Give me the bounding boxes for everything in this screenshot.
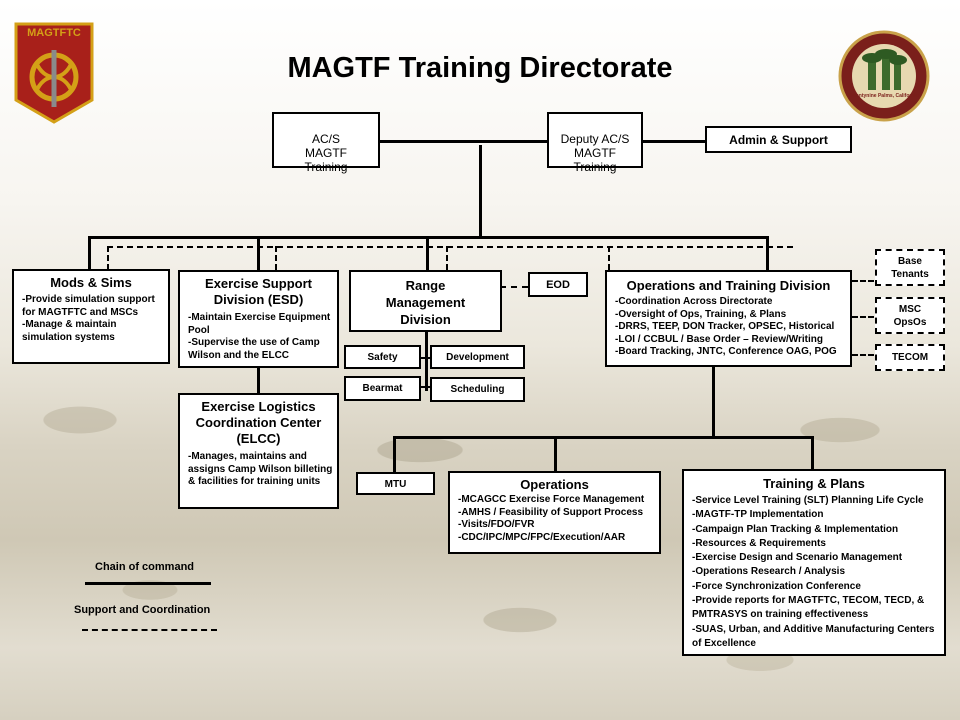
mods-sims-box: Mods & Sims -Provide simulation support … (12, 269, 170, 364)
connector (88, 236, 91, 270)
connector (712, 366, 715, 438)
otd-item: -Coordination Across Directorate (615, 296, 773, 307)
otd-item: -Board Tracking, JNTC, Conference OAG, P… (615, 346, 837, 357)
support-connector (446, 246, 448, 270)
support-connector (500, 286, 528, 288)
rmd-box: Range Management Division (349, 270, 502, 332)
connector (257, 236, 260, 270)
deputy-label: Deputy AC/S MAGTF Training (560, 132, 630, 174)
connector (420, 386, 432, 388)
connector (420, 357, 432, 359)
scheduling-label: Scheduling (450, 384, 505, 395)
support-connector (107, 246, 109, 270)
operations-box: Operations -MCAGCC Exercise Force Manage… (448, 471, 661, 554)
connector (257, 368, 260, 394)
support-connector (852, 316, 874, 318)
mods-item: -Provide simulation support for MAGTFTC … (22, 294, 155, 318)
tecom-label: TECOM (891, 352, 929, 363)
page-title: MAGTF Training Directorate (287, 52, 673, 84)
connector (425, 329, 428, 391)
elcc-title: Exercise Logistics Coordination Center (… (195, 399, 322, 446)
development-label: Development (446, 352, 509, 363)
connector (90, 236, 769, 239)
rmd-title: Range Management Division (385, 278, 466, 327)
elcc-item: -Manages, maintains and assigns Camp Wil… (188, 451, 333, 487)
deputy-box: Deputy AC/S MAGTF Training (547, 112, 643, 174)
operations-item: -AMHS / Feasibility of Support Process (458, 506, 644, 518)
training-plans-item: -SUAS, Urban, and Additive Manufacturing… (692, 623, 935, 649)
training-plans-item: -Resources & Requirements (692, 537, 826, 549)
training-plans-item: -Campaign Plan Tracking & Implementation (692, 523, 899, 535)
esd-title: Exercise Support Division (ESD) (205, 276, 312, 307)
bearmat-label: Bearmat (362, 383, 403, 394)
connector (811, 436, 814, 470)
safety-label: Safety (367, 352, 398, 363)
base-tenants-box: Base Tenants (875, 249, 945, 286)
scheduling-box: Scheduling (430, 377, 525, 402)
elcc-box: Exercise Logistics Coordination Center (… (178, 393, 339, 509)
connector (393, 436, 813, 439)
support-connector (107, 246, 793, 248)
esd-item: -Supervise the use of Camp Wilson and th… (188, 337, 320, 361)
operations-title: Operations (520, 477, 589, 492)
base-tenants-label: Base Tenants (891, 256, 929, 280)
msc-opsos-box: MSC OpsOs (875, 297, 945, 334)
training-plans-item: -Provide reports for MAGTFTC, TECOM, TEC… (692, 595, 925, 621)
training-plans-item: -Operations Research / Analysis (692, 566, 846, 578)
support-connector (275, 246, 277, 270)
connector (766, 236, 769, 270)
support-connector (608, 246, 610, 270)
training-plans-item: -Force Synchronization Conference (692, 580, 861, 592)
training-plans-title: Training & Plans (763, 476, 865, 491)
mtu-box: MTU (356, 472, 435, 495)
safety-box: Safety (344, 345, 421, 369)
otd-item: -LOI / CCBUL / Base Order – Review/Writi… (615, 333, 824, 345)
eod-box: EOD (528, 272, 588, 297)
operations-item: -CDC/IPC/MPC/FPC/Execution/AAR (458, 531, 626, 543)
connector (479, 145, 482, 238)
training-plans-item: -Service Level Training (SLT) Planning L… (692, 495, 924, 506)
connector (426, 236, 429, 270)
tecom-box: TECOM (875, 344, 945, 371)
operations-item: -Visits/FDO/FVR (458, 519, 535, 530)
connector (393, 436, 396, 473)
seal-logo: Twentynine Palms, California (838, 30, 930, 122)
bearmat-box: Bearmat (344, 376, 421, 401)
esd-box: Exercise Support Division (ESD) -Maintai… (178, 270, 339, 368)
support-connector (852, 354, 874, 356)
legend-support-label: Support and Coordination (74, 604, 211, 616)
otd-item: -Oversight of Ops, Training, & Plans (615, 308, 787, 320)
connector (380, 140, 548, 143)
development-box: Development (430, 345, 525, 369)
acs-label: AC/S MAGTF Training (304, 132, 348, 174)
otd-box: Operations and Training Division -Coordi… (605, 270, 852, 367)
acs-box: AC/S MAGTF Training (272, 112, 380, 174)
training-plans-item: -MAGTF-TP Implementation (692, 509, 824, 521)
eod-label: EOD (546, 279, 570, 291)
esd-item: -Maintain Exercise Equipment Pool (188, 312, 331, 336)
connector (554, 436, 557, 472)
training-plans-box: Training & Plans -Service Level Training… (682, 469, 946, 656)
training-plans-item: -Exercise Design and Scenario Management (692, 552, 903, 564)
magtftc-logo: MAGTFTC (14, 22, 94, 124)
legend-dashed-line (82, 629, 217, 631)
msc-opsos-label: MSC OpsOs (893, 304, 927, 328)
otd-title: Operations and Training Division (626, 278, 831, 293)
support-connector (852, 280, 874, 282)
admin-label: Admin & Support (729, 133, 828, 147)
legend-solid-line (85, 582, 211, 585)
connector (642, 140, 706, 143)
operations-item: -MCAGCC Exercise Force Management (458, 494, 645, 505)
logo-text: MAGTFTC (27, 27, 81, 39)
seal-text: Twentynine Palms, California (849, 93, 919, 99)
mods-item: -Manage & maintain simulation systems (22, 319, 117, 343)
mods-title: Mods & Sims (50, 275, 132, 290)
mtu-label: MTU (384, 479, 407, 490)
otd-item: -DRRS, TEEP, DON Tracker, OPSEC, Histori… (615, 321, 835, 332)
legend-chain-label: Chain of command (95, 561, 195, 573)
admin-box: Admin & Support (705, 126, 852, 153)
